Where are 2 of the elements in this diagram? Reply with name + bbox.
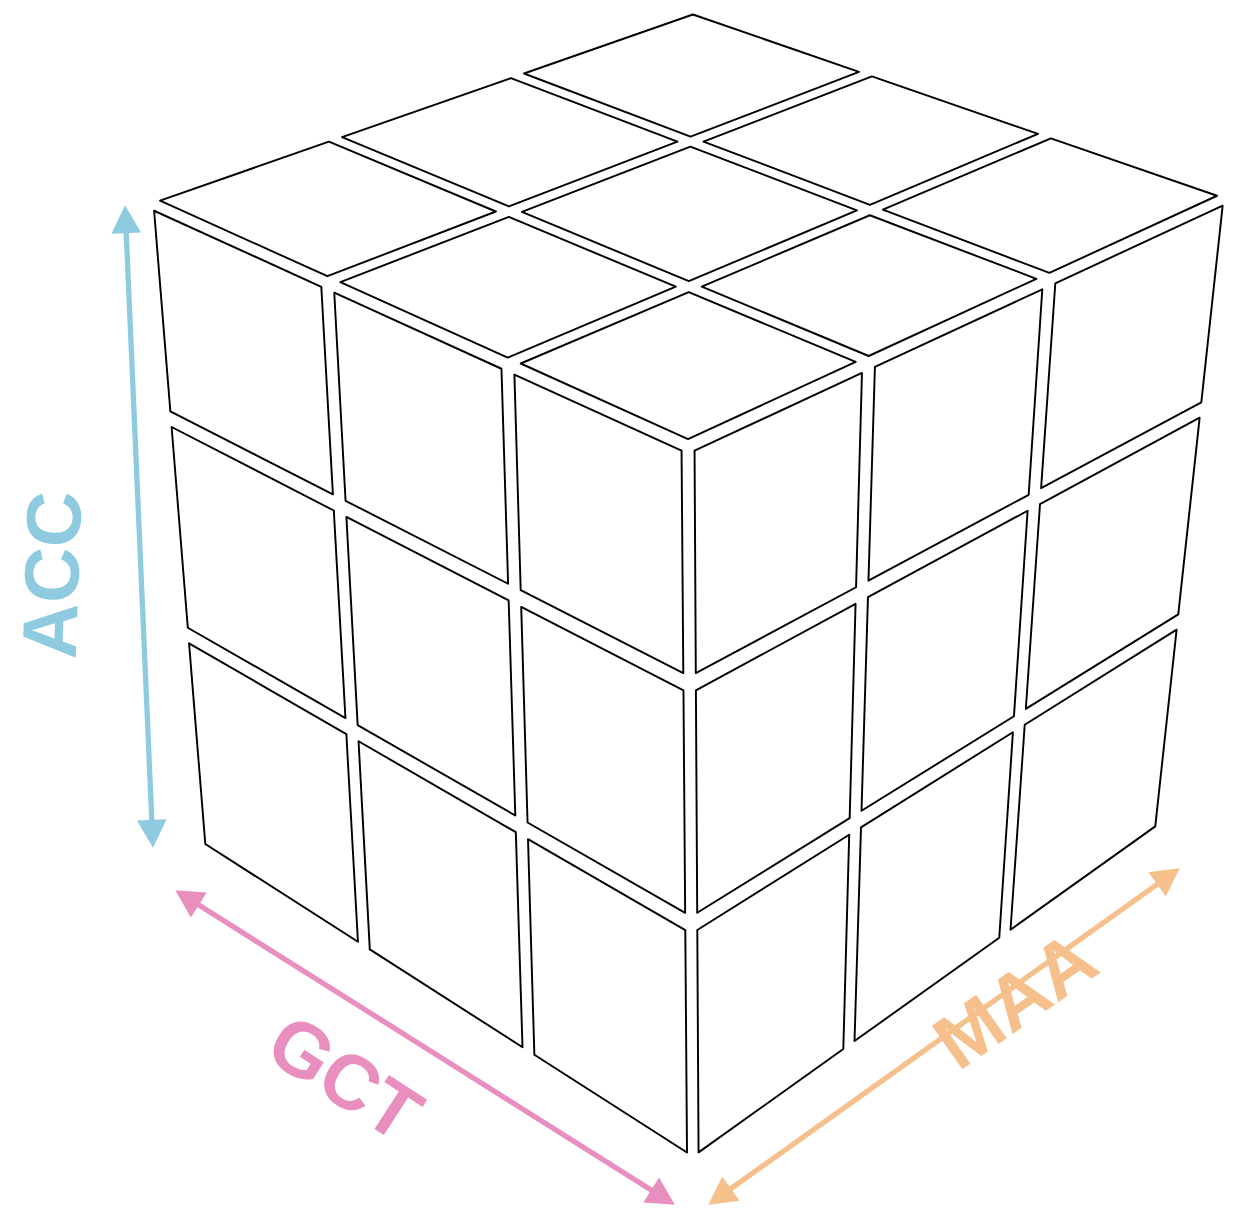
- axis-label: GCT: [273, 1021, 428, 1135]
- axis-label: ACC: [23, 493, 82, 658]
